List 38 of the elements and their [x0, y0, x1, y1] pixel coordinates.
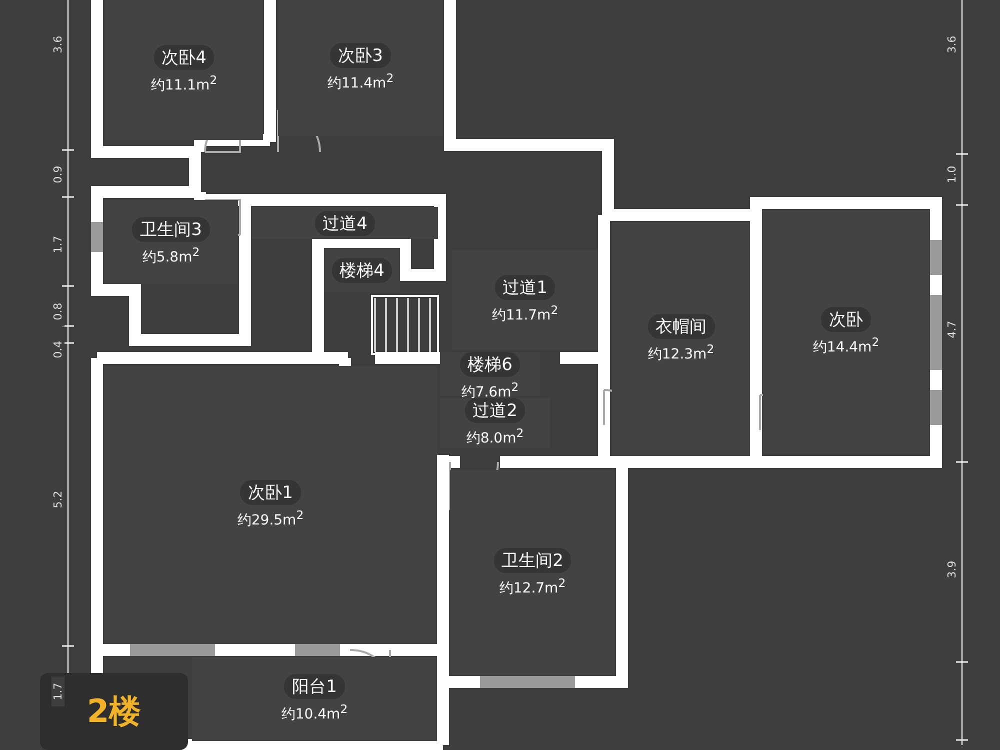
room-name: 卫生间3	[132, 217, 210, 242]
room	[324, 248, 400, 292]
area-label: 约29.5m$^{2}$	[237, 507, 304, 530]
room	[612, 222, 750, 456]
room-name: 过道4	[314, 210, 376, 236]
room	[105, 0, 263, 140]
room	[252, 207, 438, 239]
room	[104, 200, 238, 284]
room-name: 次卧4	[154, 45, 214, 70]
room-name: 阳台1	[284, 674, 345, 700]
area-label: 约12.3m$^{2}$	[648, 341, 714, 364]
room-name: 次卧3	[330, 43, 391, 68]
room-name: 楼梯6	[460, 352, 520, 377]
room-name: 衣帽间	[648, 314, 714, 340]
room	[104, 366, 437, 644]
room-name: 过道2	[464, 398, 526, 424]
room	[192, 657, 437, 741]
area-label: 约11.4m$^{2}$	[327, 70, 394, 93]
room-name: 次卧	[821, 307, 871, 332]
room	[440, 352, 540, 396]
area-label: 约8.0m$^{2}$	[466, 425, 524, 448]
floor-label: 2楼	[86, 690, 142, 732]
room	[450, 470, 615, 675]
room	[278, 0, 443, 136]
room-name: 过道1	[494, 275, 556, 300]
room	[452, 250, 598, 350]
area-label: 约12.7m$^{2}$	[499, 574, 566, 598]
room-name: 次卧1	[240, 480, 301, 506]
room	[763, 210, 929, 454]
room-name: 卫生间2	[494, 548, 572, 573]
area-label: 约5.8m$^{2}$	[142, 244, 200, 267]
area-label: 约10.4m$^{2}$	[281, 701, 348, 724]
area-label: 约11.1m$^{2}$	[150, 72, 218, 95]
room-name: 楼梯4	[332, 258, 392, 282]
dimension-label: 1.7	[52, 676, 64, 706]
area-label: 约11.7m$^{2}$	[492, 302, 558, 325]
floor-badge	[40, 673, 188, 750]
area-label: 约14.4m$^{2}$	[812, 334, 880, 357]
